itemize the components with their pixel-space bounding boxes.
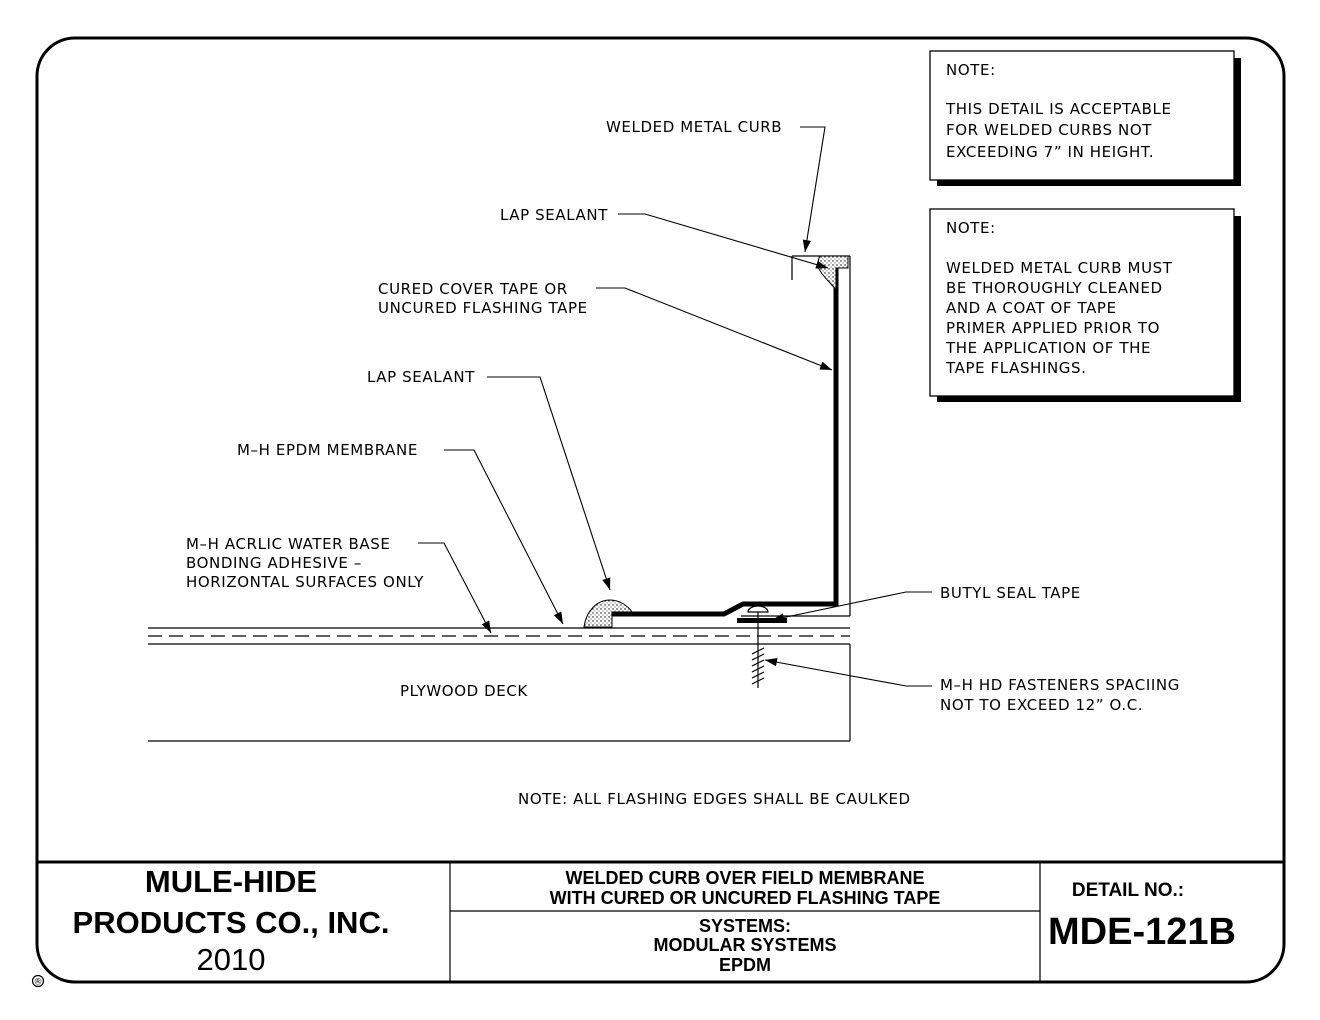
label-epdm-membrane: M–H EPDM MEMBRANE — [237, 441, 418, 459]
label-adhesive-line2: BONDING ADHESIVE – — [186, 554, 362, 572]
leader-butyl-seal-tape — [771, 591, 932, 622]
note1-heading: NOTE: — [946, 61, 996, 79]
note2-heading: NOTE: — [946, 219, 996, 237]
note1-line1: THIS DETAIL IS ACCEPTABLE — [945, 100, 1172, 118]
leader-cover-tape — [596, 287, 833, 371]
systems-line1: SYSTEMS: — [699, 916, 791, 936]
detail-number-label: DETAIL NO.: — [1072, 880, 1184, 901]
company-name-line2: PRODUCTS CO., INC. — [73, 905, 390, 940]
note2-line6: TAPE FLASHINGS. — [945, 359, 1087, 377]
label-bottom-note: NOTE: ALL FLASHING EDGES SHALL BE CAULKE… — [518, 790, 911, 808]
label-cover-tape-line1: CURED COVER TAPE OR — [378, 280, 568, 298]
label-plywood-deck: PLYWOOD DECK — [400, 682, 528, 700]
leader-epdm-membrane — [444, 449, 564, 625]
leader-lap-sealant-bottom — [487, 376, 611, 591]
label-fasteners-line2: NOT TO EXCEED 12” O.C. — [940, 696, 1143, 714]
leader-adhesive — [418, 542, 492, 634]
callout-labels: WELDED METAL CURB LAP SEALANT CURED COVE… — [186, 118, 1180, 808]
detail-drawing — [148, 255, 851, 742]
note-box-curb-cleaning: NOTE: WELDED METAL CURB MUST BE THOROUGH… — [929, 208, 1241, 402]
registered-mark: ® — [31, 974, 45, 988]
company-name-line1: MULE-HIDE — [145, 864, 317, 899]
note1-line2: FOR WELDED CURBS NOT — [946, 121, 1152, 139]
drawing-year: 2010 — [197, 942, 266, 977]
note2-line3: AND A COAT OF TAPE — [946, 299, 1117, 317]
leader-lap-sealant-top — [618, 213, 829, 269]
flashing-tape — [612, 266, 839, 617]
note2-line2: BE THOROUGHLY CLEANED — [946, 279, 1163, 297]
leader-fasteners — [764, 658, 932, 687]
leader-lines — [418, 126, 932, 687]
label-adhesive-line1: M–H ACRLIC WATER BASE — [186, 535, 391, 553]
note2-line4: PRIMER APPLIED PRIOR TO — [946, 319, 1160, 337]
systems-line2: MODULAR SYSTEMS — [653, 935, 836, 955]
note2-line1: WELDED METAL CURB MUST — [946, 259, 1173, 277]
plywood-deck — [148, 643, 851, 742]
label-cover-tape-line2: UNCURED FLASHING TAPE — [378, 299, 588, 317]
lap-sealant-bottom — [583, 599, 633, 628]
leader-welded-metal-curb — [800, 126, 826, 253]
detail-number: MDE-121B — [1048, 911, 1236, 953]
note2-line5: THE APPLICATION OF THE — [945, 339, 1151, 357]
drawing-title-line2: WITH CURED OR UNCURED FLASHING TAPE — [550, 888, 941, 908]
label-welded-metal-curb: WELDED METAL CURB — [606, 118, 782, 136]
hd-fastener — [747, 605, 769, 688]
label-lap-sealant-top: LAP SEALANT — [500, 206, 608, 224]
label-lap-sealant-bottom: LAP SEALANT — [367, 368, 475, 386]
drawing-title-line1: WELDED CURB OVER FIELD MEMBRANE — [566, 868, 925, 888]
systems-line3: EPDM — [719, 955, 771, 975]
label-fasteners-line1: M–H HD FASTENERS SPACIING — [940, 676, 1180, 694]
sheet-border — [35, 36, 1286, 984]
butyl-seal-tape — [737, 618, 787, 623]
field-membrane — [148, 627, 850, 637]
svg-text:®: ® — [34, 978, 43, 988]
lap-sealant-top — [817, 255, 849, 292]
note1-line3: EXCEEDING 7” IN HEIGHT. — [946, 143, 1154, 161]
label-adhesive-line3: HORIZONTAL SURFACES ONLY — [186, 573, 424, 591]
note-box-curb-height: NOTE: THIS DETAIL IS ACCEPTABLE FOR WELD… — [929, 50, 1241, 186]
label-butyl-seal-tape: BUTYL SEAL TAPE — [940, 584, 1081, 602]
title-block: MULE-HIDE PRODUCTS CO., INC. 2010 WELDED… — [37, 860, 1284, 981]
